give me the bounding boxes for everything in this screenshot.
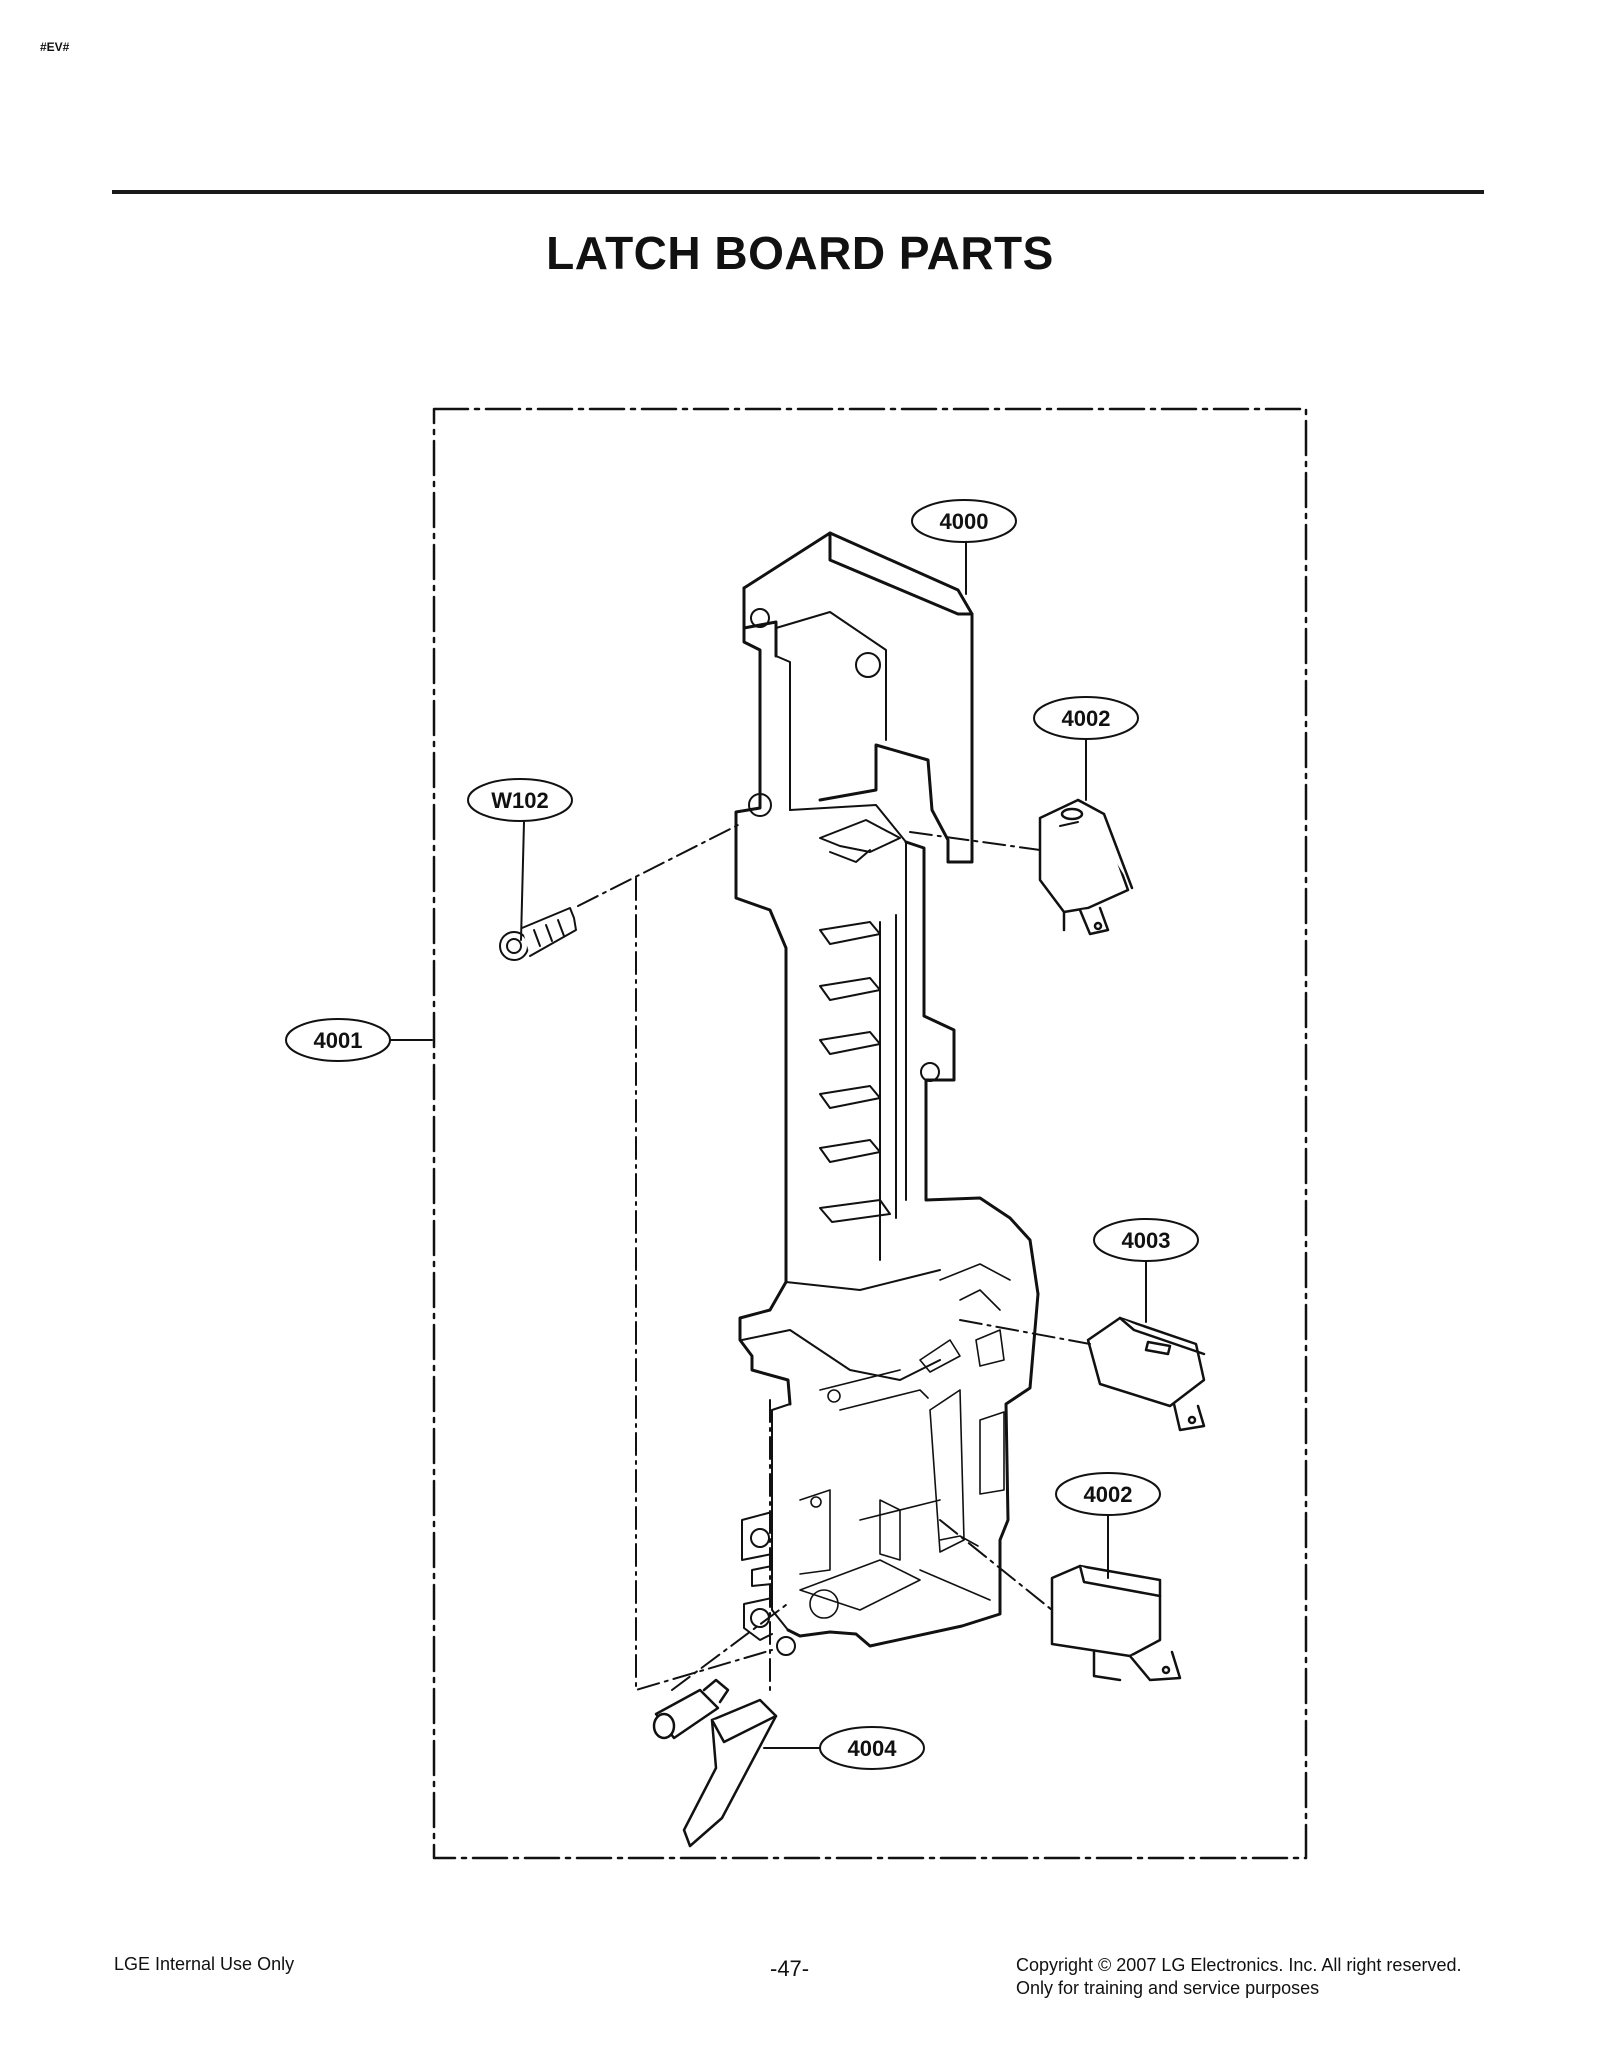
switch-4003 <box>1086 1316 1206 1432</box>
svg-text:4000: 4000 <box>940 509 989 534</box>
footer-internal-use: LGE Internal Use Only <box>114 1954 295 1974</box>
callout-4002-top: 4002 <box>1033 696 1139 740</box>
svg-text:4002: 4002 <box>1062 706 1111 731</box>
callout-w102: W102 <box>467 778 573 822</box>
callout-4002-bottom: 4002 <box>1055 1472 1161 1516</box>
copyright-line-1: Copyright © 2007 LG Electronics. Inc. Al… <box>1016 1955 1462 1975</box>
footer-copyright: Copyright © 2007 LG Electronics. Inc. Al… <box>1016 1954 1461 2000</box>
callout-4000: 4000 <box>911 499 1017 543</box>
assembly-guide-lines <box>577 823 1091 1691</box>
callout-leaders <box>389 542 1147 1749</box>
screw-w102 <box>499 907 577 961</box>
page-number: -47- <box>770 1956 810 1981</box>
header-rule <box>112 190 1484 194</box>
callout-4001: 4001 <box>285 1018 391 1062</box>
assembly-boundary <box>432 407 1308 1860</box>
latch-board-body <box>734 531 1040 1656</box>
copyright-line-2: Only for training and service purposes <box>1016 1978 1320 1998</box>
corner-tag: #EV# <box>40 40 70 54</box>
callout-4004: 4004 <box>819 1726 925 1770</box>
svg-text:4004: 4004 <box>848 1736 898 1761</box>
page-title: LATCH BOARD PARTS <box>546 227 1054 279</box>
svg-text:4001: 4001 <box>314 1028 363 1053</box>
svg-text:4003: 4003 <box>1122 1228 1171 1253</box>
lever-4004 <box>652 1678 778 1848</box>
switch-4002-bottom <box>1050 1564 1182 1682</box>
svg-text:W102: W102 <box>491 788 548 813</box>
callout-4003: 4003 <box>1093 1218 1199 1262</box>
switch-4002-top <box>1038 798 1134 936</box>
svg-text:4002: 4002 <box>1084 1482 1133 1507</box>
